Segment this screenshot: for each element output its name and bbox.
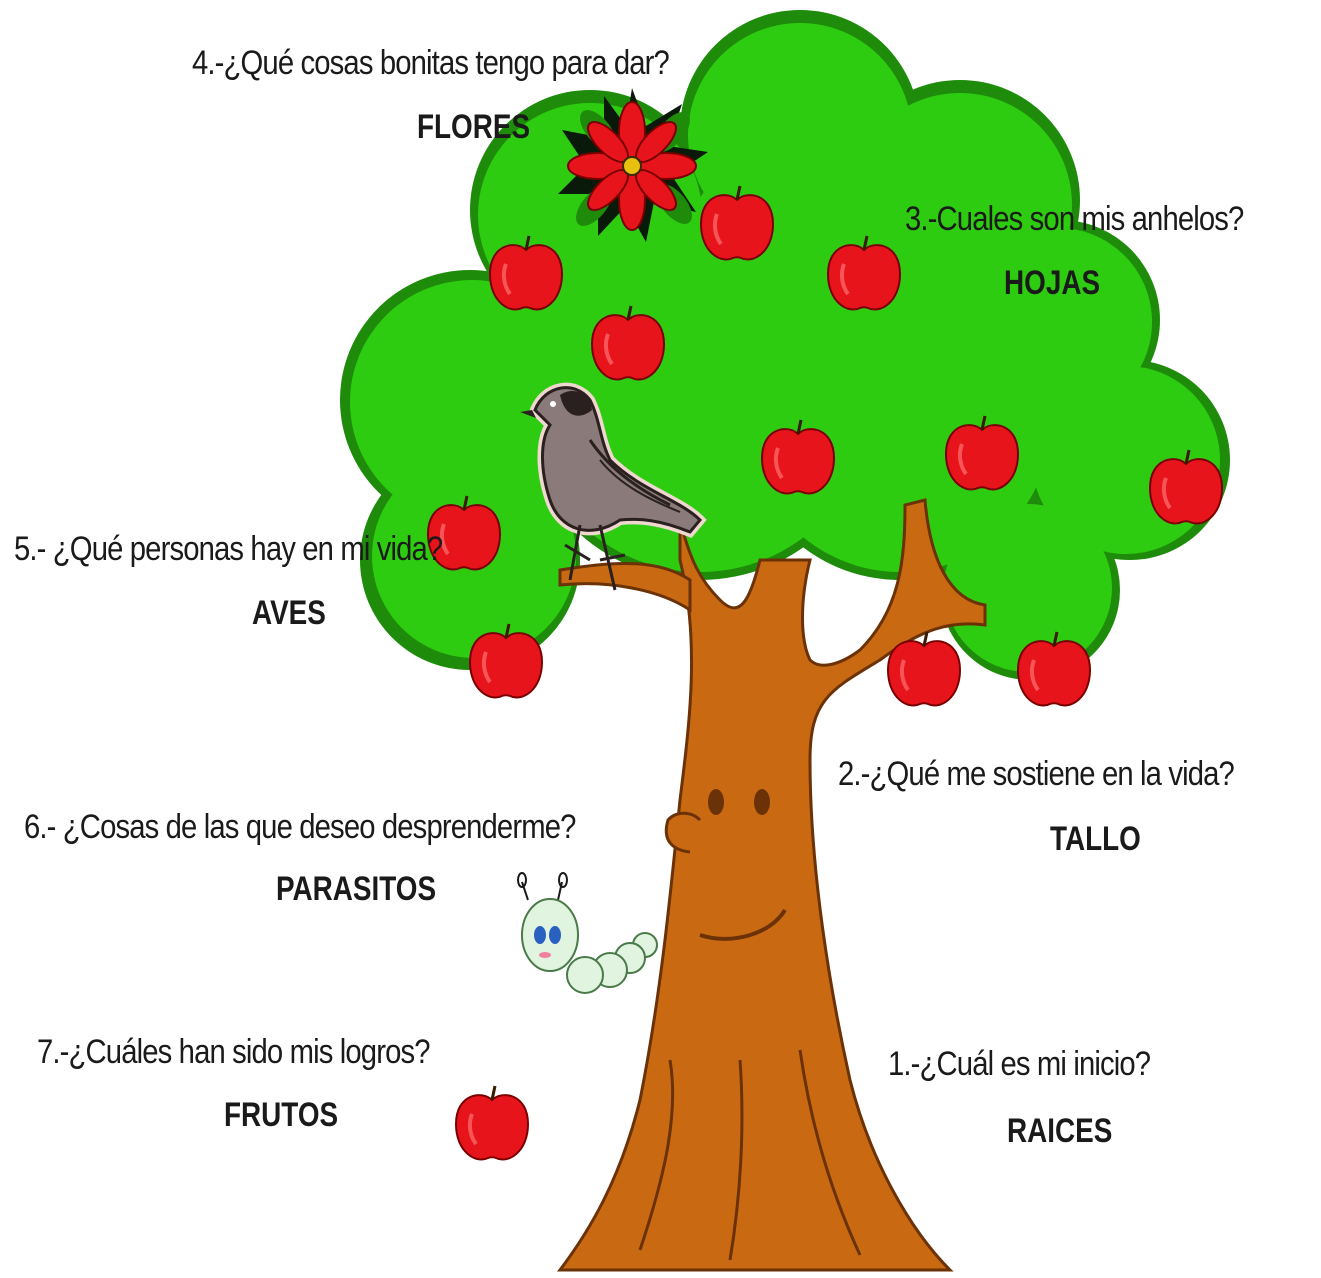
worm-icon	[517, 872, 658, 994]
answer-flores: FLORES	[417, 108, 531, 146]
question-frutos: 7.-¿Cuáles han sido mis logros?	[37, 1033, 431, 1071]
answer-raices: RAICES	[1007, 1112, 1113, 1150]
question-raices: 1.-¿Cuál es mi inicio?	[888, 1045, 1151, 1083]
question-aves: 5.- ¿Qué personas hay en mi vida?	[14, 530, 443, 568]
answer-aves: AVES	[252, 594, 326, 632]
bird-icon	[520, 382, 707, 591]
answer-tallo: TALLO	[1050, 820, 1141, 858]
question-parasitos: 6.- ¿Cosas de las que deseo desprenderme…	[24, 808, 576, 846]
apple-icon	[454, 1084, 530, 1162]
question-flores: 4.-¿Qué cosas bonitas tengo para dar?	[192, 44, 670, 82]
answer-parasitos: PARASITOS	[276, 870, 437, 908]
question-tallo: 2.-¿Qué me sostiene en la vida?	[838, 755, 1235, 793]
question-hojas: 3.-Cuales son mis anhelos?	[905, 200, 1244, 238]
answer-frutos: FRUTOS	[224, 1096, 339, 1134]
answer-hojas: HOJAS	[1004, 264, 1101, 302]
flower-icon	[558, 88, 708, 242]
tree-trunk	[557, 498, 987, 1272]
